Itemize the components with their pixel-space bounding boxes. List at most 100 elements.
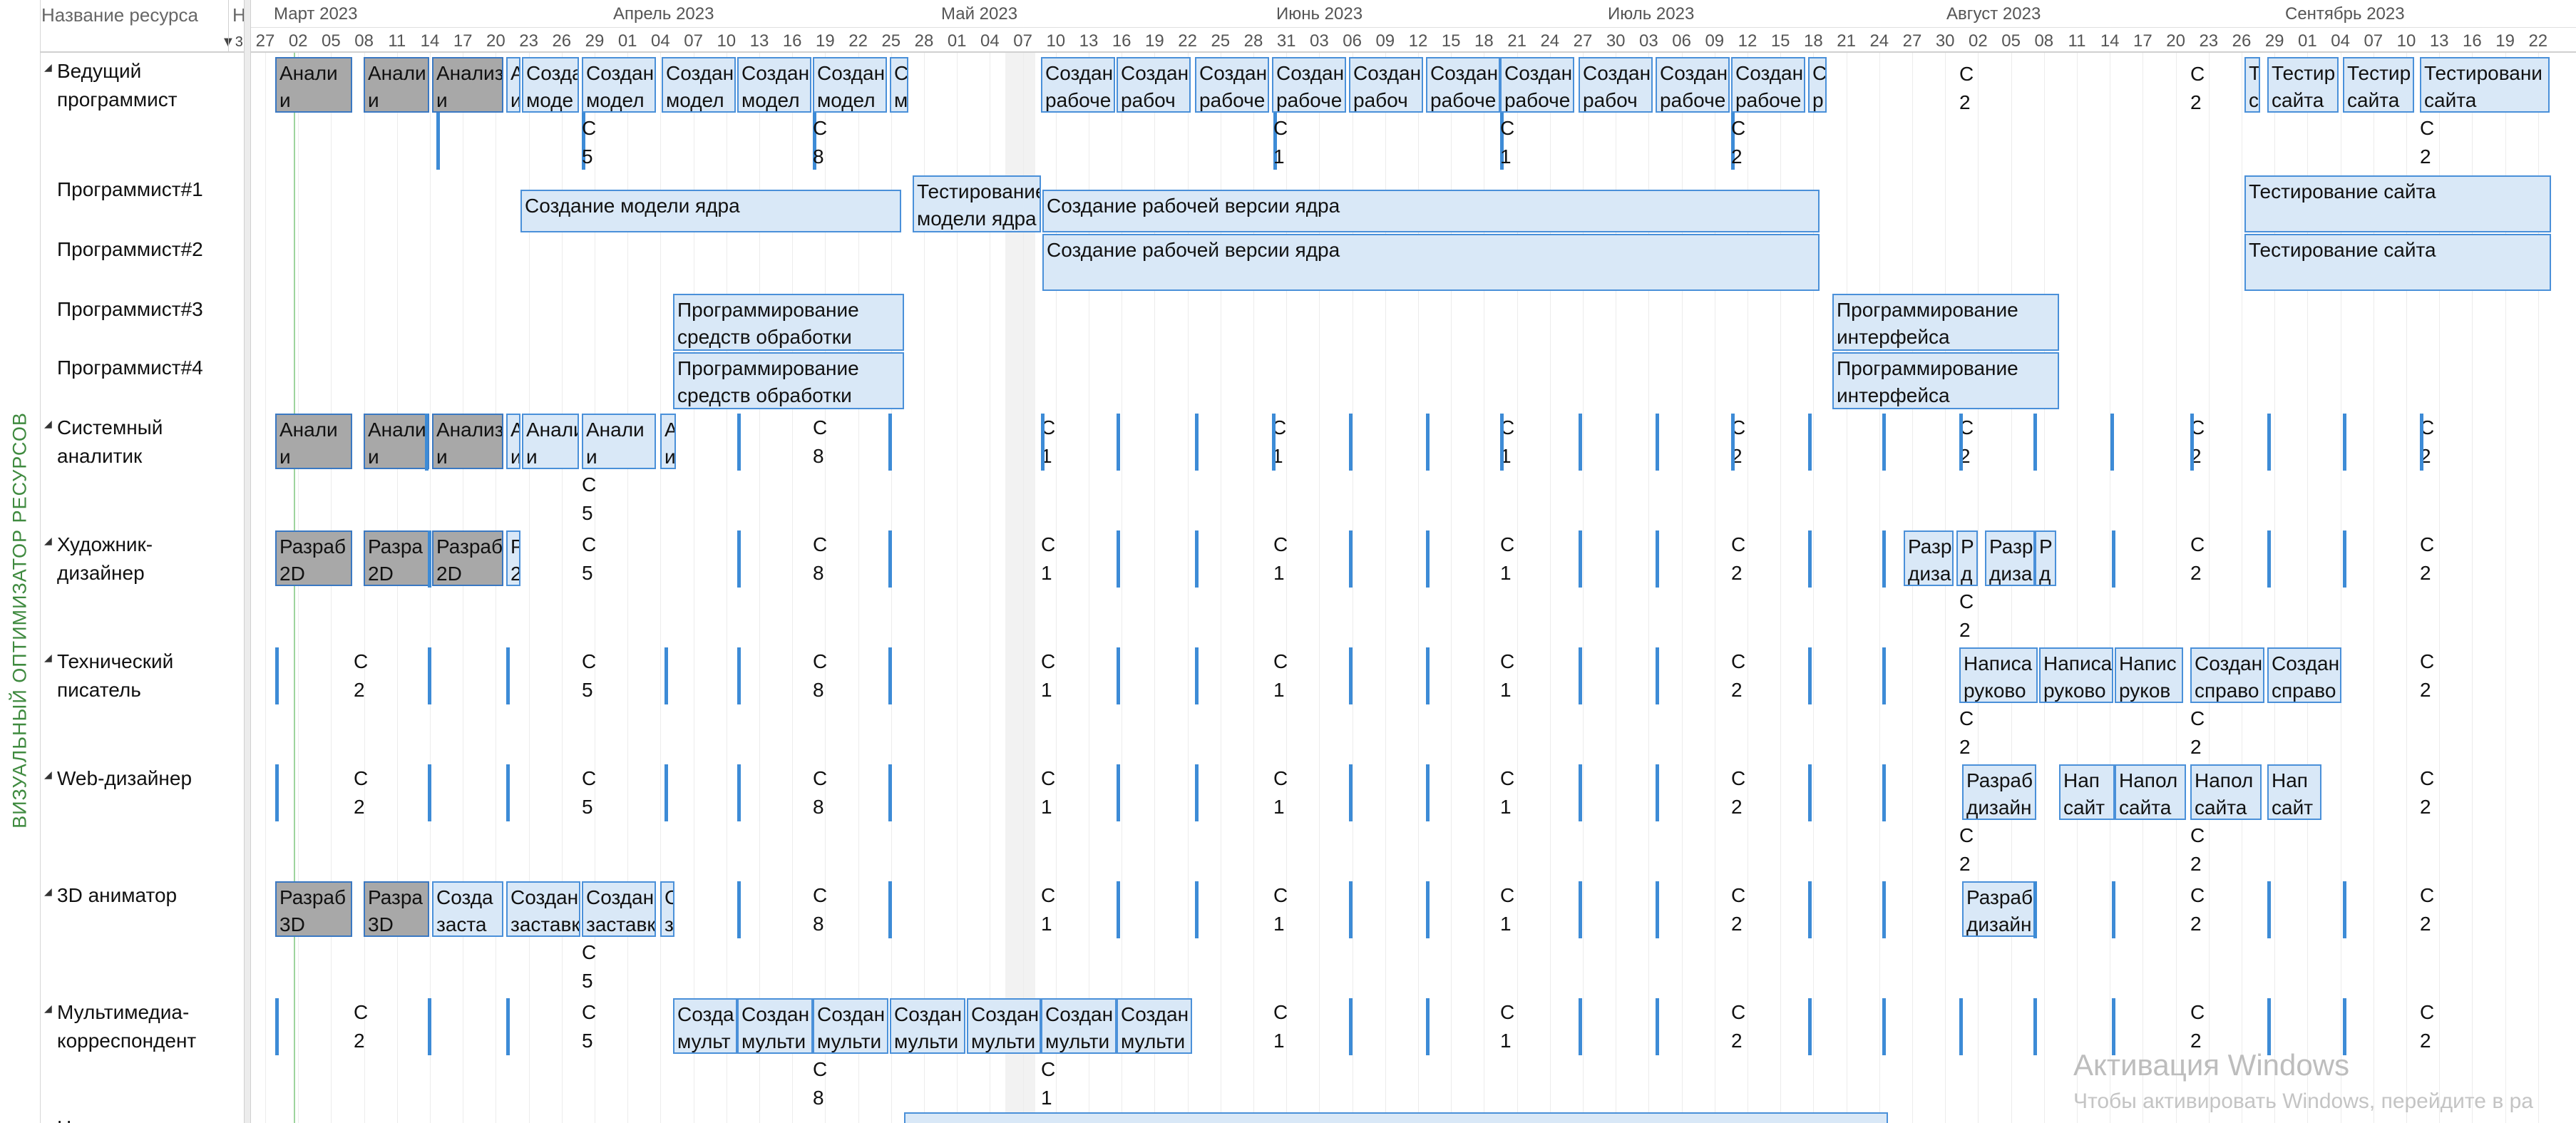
assignment-bar[interactable]: Р д: [1956, 530, 1978, 586]
resource-name[interactable]: Н: [57, 1114, 242, 1123]
assignment-bar[interactable]: Создан рабоч: [1349, 57, 1423, 113]
assignment-tick[interactable]: [1656, 647, 1659, 704]
assignment-bar[interactable]: Создан модел: [662, 57, 736, 113]
assignment-bar[interactable]: Тестировани сайта: [2420, 57, 2550, 113]
assignment-bar[interactable]: Р 2: [506, 530, 520, 586]
assignment-bar[interactable]: Создан справо: [2267, 647, 2341, 703]
assignment-bar[interactable]: Разраб дизайн: [1962, 881, 2035, 937]
assignment-bar[interactable]: Создан модел: [582, 57, 656, 113]
assignment-tick[interactable]: [2343, 881, 2346, 938]
resource-name[interactable]: Программист#2: [57, 238, 203, 260]
assignment-tick[interactable]: [1117, 647, 1120, 704]
assignment-tick[interactable]: [2112, 881, 2115, 938]
assignment-bar[interactable]: Разраб 3D: [275, 881, 352, 937]
assignment-bar[interactable]: Создан рабоче: [1500, 57, 1574, 113]
assignment-bar[interactable]: Разр диза: [1985, 530, 2035, 586]
assignment-bar[interactable]: Разраб 2D: [275, 530, 352, 586]
assignment-tick[interactable]: [1882, 414, 1886, 471]
assignment-tick[interactable]: [2112, 998, 2115, 1055]
assignment-bar[interactable]: Р д: [2035, 530, 2056, 586]
assignment-bar[interactable]: Созда заста: [432, 881, 503, 937]
assignment-tick[interactable]: [1882, 881, 1886, 938]
assignment-bar[interactable]: Программирование интерфейса: [1832, 294, 2059, 351]
assignment-bar[interactable]: А и: [506, 414, 520, 469]
assignment-tick[interactable]: [1041, 414, 1045, 471]
assignment-bar[interactable]: Создан рабоче: [1272, 57, 1346, 113]
assignment-bar[interactable]: А и: [660, 414, 676, 469]
assignment-tick[interactable]: [664, 647, 668, 704]
resource-name[interactable]: Мультимедиа-корреспондент: [57, 1001, 197, 1052]
assignment-bar[interactable]: Напол сайта: [2190, 764, 2262, 820]
expand-triangle-icon[interactable]: ◢: [44, 535, 52, 546]
assignment-tick[interactable]: [1808, 647, 1812, 704]
assignment-tick[interactable]: [1272, 414, 1276, 471]
assignment-tick[interactable]: [2190, 414, 2194, 471]
assignment-bar[interactable]: Разраб дизайн: [1962, 764, 2036, 820]
assignment-tick[interactable]: [1349, 881, 1353, 938]
assignment-tick[interactable]: [2267, 998, 2271, 1055]
assignment-bar[interactable]: Создан мульти: [1041, 998, 1117, 1054]
assignment-tick[interactable]: [1117, 530, 1120, 588]
assignment-bar[interactable]: Напол сайта: [2115, 764, 2186, 820]
assignment-tick[interactable]: [1426, 414, 1430, 471]
assignment-bar[interactable]: Анали и: [275, 57, 352, 113]
assignment-bar[interactable]: Тестирование сайта: [2244, 234, 2551, 291]
assignment-bar[interactable]: Тестирование модели ядра: [913, 175, 1041, 232]
assignment-bar[interactable]: Создан справо: [2190, 647, 2264, 703]
assignment-tick[interactable]: [1579, 764, 1582, 821]
assignment-bar[interactable]: Создан мульти: [967, 998, 1041, 1054]
resource-name[interactable]: Художник-дизайнер: [57, 533, 153, 584]
assignment-bar[interactable]: Анали и: [275, 414, 352, 469]
assignment-tick[interactable]: [2343, 414, 2346, 471]
assignment-bar[interactable]: Создан мульти: [813, 998, 888, 1054]
assignment-tick[interactable]: [428, 764, 431, 821]
assignment-tick[interactable]: [1808, 881, 1812, 938]
assignment-tick[interactable]: [664, 764, 668, 821]
assignment-tick[interactable]: [436, 113, 440, 170]
assignment-bar[interactable]: Анализ и: [432, 57, 503, 113]
assignment-bar[interactable]: Создан рабоче: [1195, 57, 1269, 113]
assignment-bar[interactable]: Создан модел: [737, 57, 811, 113]
resource-name[interactable]: Web-дизайнер: [57, 767, 193, 789]
assignment-bar[interactable]: С з: [660, 881, 674, 937]
assignment-tick[interactable]: [2033, 998, 2037, 1055]
assignment-bar[interactable]: Создан рабоч: [1579, 57, 1653, 113]
assignment-tick[interactable]: [1349, 414, 1353, 471]
assignment-bar[interactable]: Создан рабоче: [1656, 57, 1730, 113]
assignment-bar[interactable]: Создан рабоче: [1041, 57, 1115, 113]
resource-name[interactable]: Программист#3: [57, 298, 203, 320]
pane-splitter[interactable]: [244, 0, 251, 1123]
assignment-tick[interactable]: [888, 881, 892, 938]
assignment-tick[interactable]: [2267, 881, 2271, 938]
assignment-bar[interactable]: Разра 3D: [364, 881, 429, 937]
assignment-tick[interactable]: [2033, 414, 2037, 471]
assignment-bar[interactable]: Анали и: [364, 414, 429, 469]
assignment-tick[interactable]: [1500, 414, 1504, 471]
assignment-tick[interactable]: [1579, 647, 1582, 704]
assignment-tick[interactable]: [1731, 113, 1735, 170]
assignment-bar[interactable]: Создание рабочей версии ядра: [1042, 190, 1820, 232]
assignment-bar[interactable]: Создан мульти: [1117, 998, 1192, 1054]
resource-name[interactable]: Ведущий программист: [57, 60, 178, 111]
assignment-tick[interactable]: [1349, 764, 1353, 821]
assignment-tick[interactable]: [1808, 530, 1812, 588]
assignment-bar[interactable]: Анали и: [364, 57, 429, 113]
assignment-bar[interactable]: Разра 2D: [364, 530, 429, 586]
assignment-tick[interactable]: [1656, 764, 1659, 821]
assignment-tick[interactable]: [1882, 764, 1886, 821]
assignment-bar[interactable]: Тестирование сайта: [2244, 175, 2551, 232]
assignment-tick[interactable]: [1882, 647, 1886, 704]
assignment-tick[interactable]: [275, 647, 279, 704]
assignment-tick[interactable]: [813, 113, 816, 170]
assignment-tick[interactable]: [1656, 881, 1659, 938]
assignment-bar[interactable]: Написа руково: [1959, 647, 2038, 703]
resource-name[interactable]: Программист#4: [57, 357, 203, 379]
assignment-tick[interactable]: [1426, 881, 1430, 938]
assignment-tick[interactable]: [1959, 414, 1963, 471]
assignment-tick[interactable]: [888, 647, 892, 704]
assignment-bar[interactable]: Т с: [2244, 57, 2260, 113]
expand-triangle-icon[interactable]: ◢: [44, 61, 52, 73]
assignment-bar[interactable]: Программирование интерфейса: [1832, 352, 2059, 409]
assignment-tick[interactable]: [1349, 998, 1353, 1055]
assignment-tick[interactable]: [428, 647, 431, 704]
